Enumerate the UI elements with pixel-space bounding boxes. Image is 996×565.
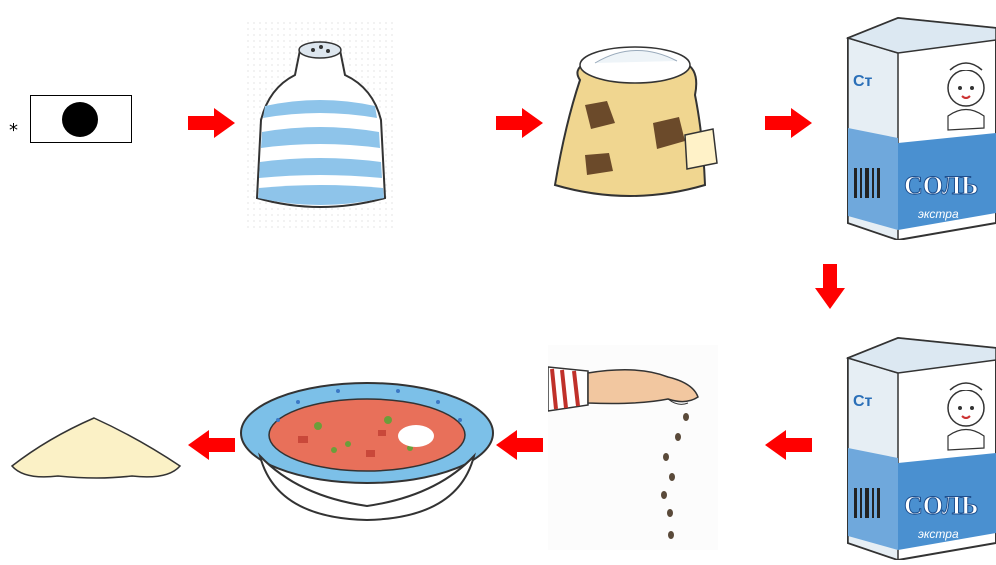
salt-box-icon: Ст СОЛЬ экстра — [838, 328, 996, 560]
arrow-down-icon — [815, 264, 845, 310]
hand-salting-icon — [548, 345, 718, 550]
salt-pile-icon — [8, 414, 184, 482]
box-brand-text: Ст — [853, 393, 873, 410]
box-brand-text: Ст — [853, 73, 873, 90]
black-dot-icon — [62, 102, 98, 137]
box-grade-text: экстра — [918, 207, 959, 221]
arrow-left-icon — [765, 430, 813, 460]
arrow-right-icon — [496, 108, 544, 138]
arrow-left-icon — [496, 430, 544, 460]
salt-sack-icon — [545, 35, 725, 210]
arrow-right-icon — [188, 108, 236, 138]
salt-box-top: Ст СОЛЬ экстра — [838, 8, 996, 240]
arrow-left-icon — [188, 430, 236, 460]
salt-shaker-icon — [245, 20, 395, 230]
soup-bowl-icon — [238, 378, 496, 523]
asterisk-marker: * — [9, 120, 18, 141]
salt-box-icon: Ст СОЛЬ экстра — [838, 8, 996, 240]
salt-box-bottom: Ст СОЛЬ экстра — [838, 328, 996, 560]
arrow-right-icon — [765, 108, 813, 138]
box-grade-text: экстра — [918, 527, 959, 541]
box-product-text: СОЛЬ — [904, 491, 978, 520]
box-product-text: СОЛЬ — [904, 171, 978, 200]
crystal-symbol-box — [30, 95, 132, 143]
